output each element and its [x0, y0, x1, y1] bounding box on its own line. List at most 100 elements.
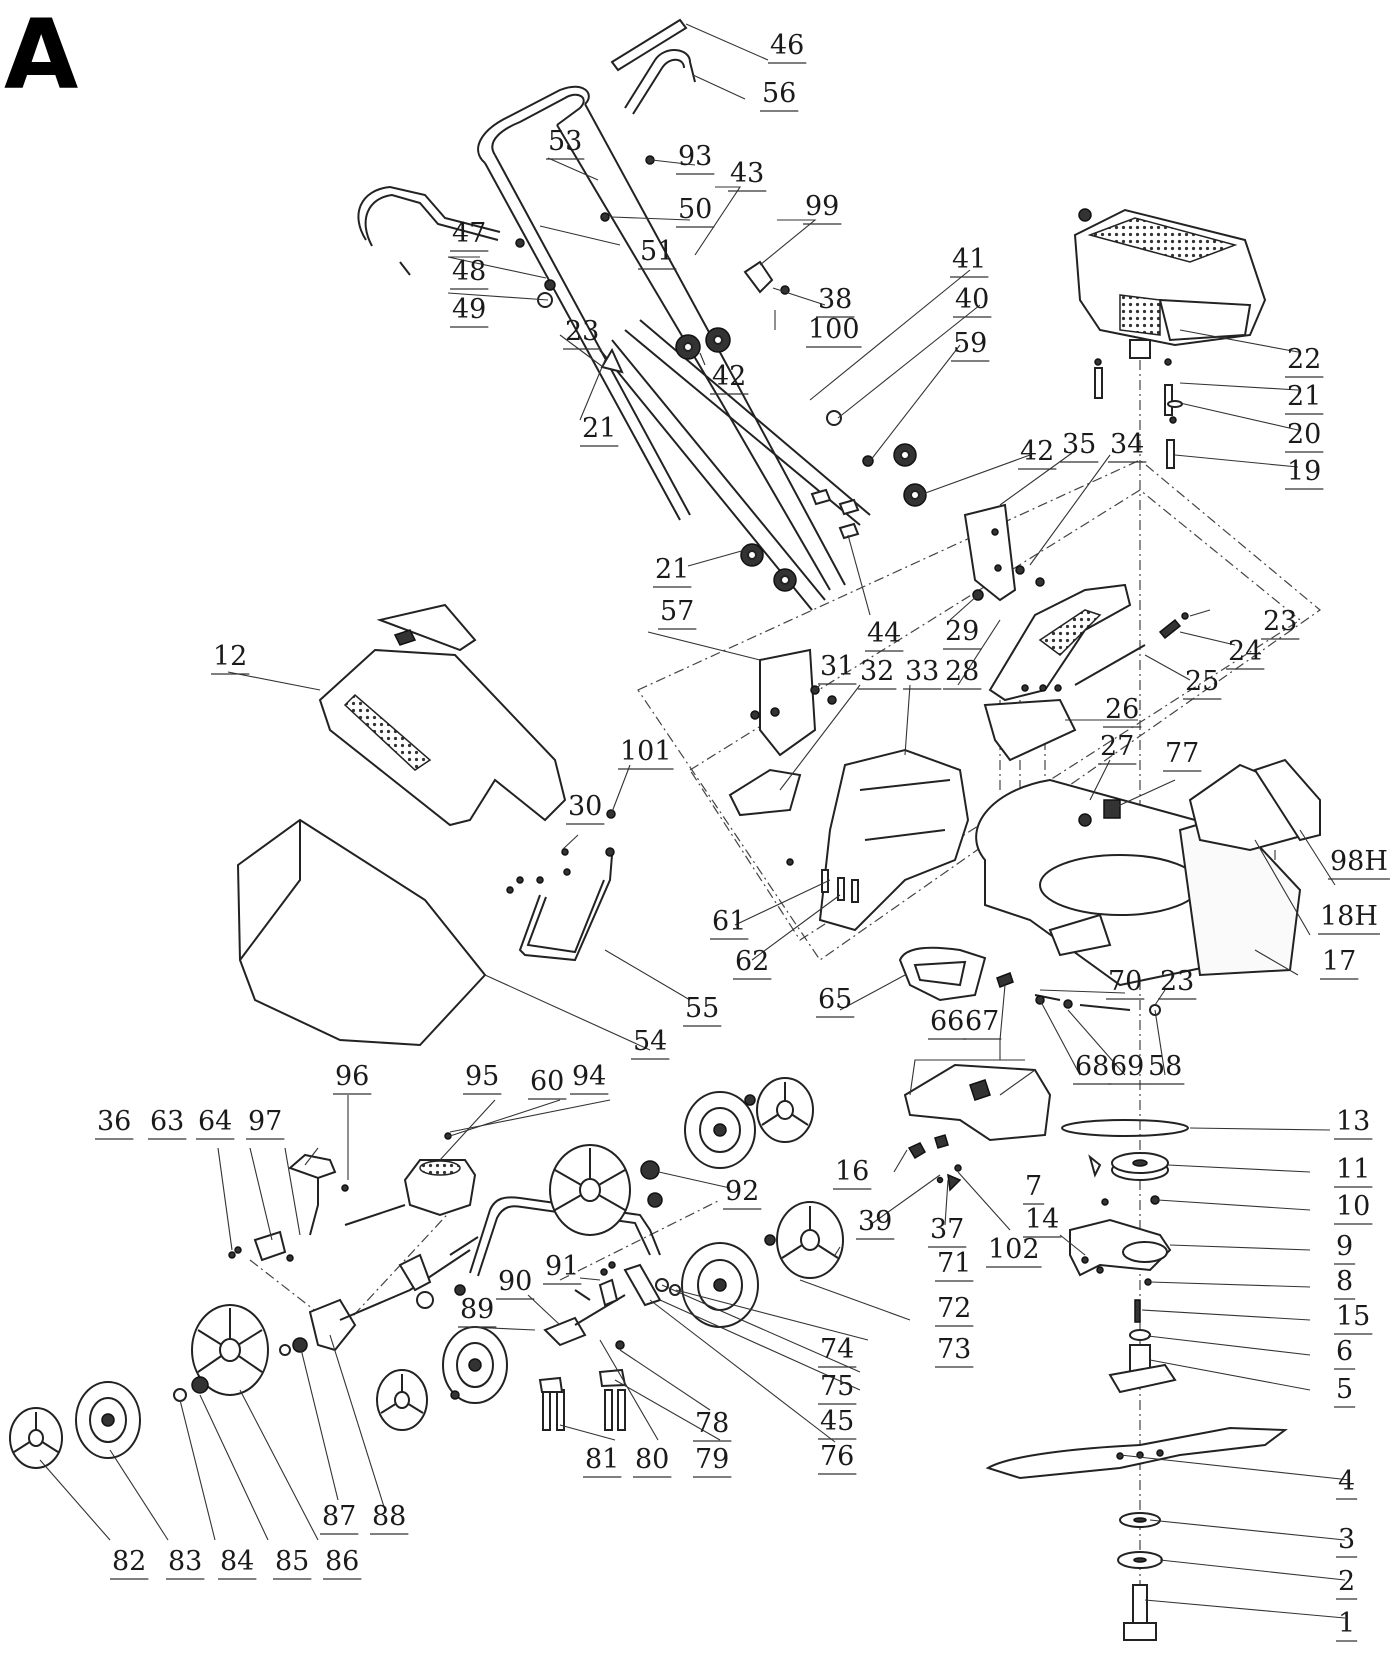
callout-95: 95 [465, 1061, 499, 1092]
callout-41: 41 [952, 244, 986, 275]
deck-bolts [786, 858, 859, 903]
height-adjuster [1188, 758, 1321, 852]
callout-58: 58 [1148, 1051, 1182, 1082]
callout-48: 48 [452, 256, 486, 287]
engine-bolts [1094, 358, 1183, 469]
callout-88: 88 [372, 1501, 406, 1532]
drive-belt [1061, 1119, 1189, 1137]
callout-33: 33 [905, 656, 939, 687]
gearbox-housing [1069, 1198, 1172, 1277]
callout-35: 35 [1062, 429, 1096, 460]
handle-knobs [675, 327, 927, 592]
side-bracket [963, 503, 1045, 602]
callout-93: 93 [678, 141, 712, 172]
callout-20: 20 [1287, 419, 1321, 450]
callout-80: 80 [635, 1444, 669, 1475]
callout-55: 55 [685, 993, 719, 1024]
callout-87: 87 [322, 1501, 356, 1532]
callout-70: 70 [1108, 966, 1142, 997]
callout-8: 8 [1336, 1266, 1353, 1297]
callout-14: 14 [1025, 1204, 1059, 1235]
side-cover [988, 583, 1132, 702]
callout-23-flap: 23 [1160, 966, 1194, 997]
callout-10: 10 [1336, 1191, 1370, 1222]
callout-11: 11 [1336, 1154, 1370, 1185]
callout-21-engine: 21 [1287, 381, 1321, 412]
callout-75: 75 [820, 1371, 854, 1402]
callout-23-rod: 23 [1263, 606, 1297, 637]
callout-99: 99 [805, 191, 839, 222]
callout-25: 25 [1185, 666, 1219, 697]
callout-12: 12 [213, 641, 247, 672]
callout-30: 30 [568, 791, 602, 822]
callout-26: 26 [1105, 694, 1139, 725]
callout-62: 62 [735, 946, 769, 977]
callout-29: 29 [945, 616, 979, 647]
callout-16: 16 [835, 1156, 869, 1187]
callout-53: 53 [548, 126, 582, 157]
callout-36: 36 [97, 1106, 131, 1137]
callout-32: 32 [860, 656, 894, 687]
callout-49: 49 [452, 294, 486, 325]
blade-washers [1117, 1512, 1163, 1569]
callout-31: 31 [820, 651, 854, 682]
callout-54: 54 [633, 1026, 667, 1057]
wheel-cap-rear-right [776, 1201, 844, 1279]
callout-19: 19 [1287, 456, 1321, 487]
callout-15: 15 [1336, 1301, 1370, 1332]
callout-56: 56 [762, 78, 796, 109]
callout-23-handle: 23 [565, 316, 599, 347]
callout-74: 74 [820, 1334, 854, 1365]
mulch-plug [983, 684, 1077, 762]
callout-45: 45 [820, 1406, 854, 1437]
callout-68: 68 [1075, 1051, 1109, 1082]
callout-28: 28 [945, 656, 979, 687]
callout-84: 84 [220, 1546, 254, 1577]
grass-bag [236, 818, 487, 1047]
callout-17: 17 [1322, 946, 1356, 977]
callout-97: 97 [248, 1106, 282, 1137]
callout-100: 100 [808, 314, 860, 345]
callout-59: 59 [953, 328, 987, 359]
blade-adapter [1108, 1278, 1177, 1394]
callout-69: 69 [1110, 1051, 1144, 1082]
callout-21-lower: 21 [655, 554, 689, 585]
callout-44: 44 [867, 618, 901, 649]
callout-labels: 46 56 93 53 43 50 99 47 51 48 41 38 49 4… [95, 30, 1390, 1642]
callout-18H: 18H [1320, 901, 1378, 932]
wheel-cap-front-left [9, 1407, 63, 1469]
callout-83: 83 [168, 1546, 202, 1577]
callout-39: 39 [858, 1206, 892, 1237]
callout-40: 40 [955, 284, 989, 315]
callout-46: 46 [770, 30, 804, 61]
callout-67: 67 [965, 1006, 999, 1037]
callout-94: 94 [572, 1061, 606, 1092]
callout-81: 81 [585, 1444, 619, 1475]
wheel-rear-left [684, 1091, 756, 1169]
callout-72: 72 [937, 1293, 971, 1324]
callout-86: 86 [325, 1546, 359, 1577]
blade-bolt [1123, 1584, 1157, 1641]
callout-64: 64 [198, 1106, 232, 1137]
frame-screws [506, 848, 571, 894]
callout-34: 34 [1110, 429, 1144, 460]
callout-24: 24 [1228, 636, 1262, 667]
mower-deck [975, 778, 1302, 987]
wheel-disc-rear [549, 1144, 663, 1236]
wheel-rear-right [681, 1242, 759, 1328]
callout-1: 1 [1338, 1608, 1355, 1639]
wheel-disc-front [191, 1304, 269, 1396]
engine [1073, 208, 1267, 359]
leader-lines [39, 23, 1351, 1619]
rear-housing [818, 748, 970, 932]
handle-bracket [728, 648, 837, 817]
callout-92: 92 [725, 1176, 759, 1207]
callout-42-lower: 42 [1020, 436, 1054, 467]
wheel-front-left [75, 1381, 141, 1459]
hinge-rod [1074, 612, 1189, 686]
callout-89: 89 [460, 1294, 494, 1325]
callout-7: 7 [1025, 1171, 1042, 1202]
callout-91: 91 [545, 1251, 579, 1282]
callout-96: 96 [335, 1061, 369, 1092]
